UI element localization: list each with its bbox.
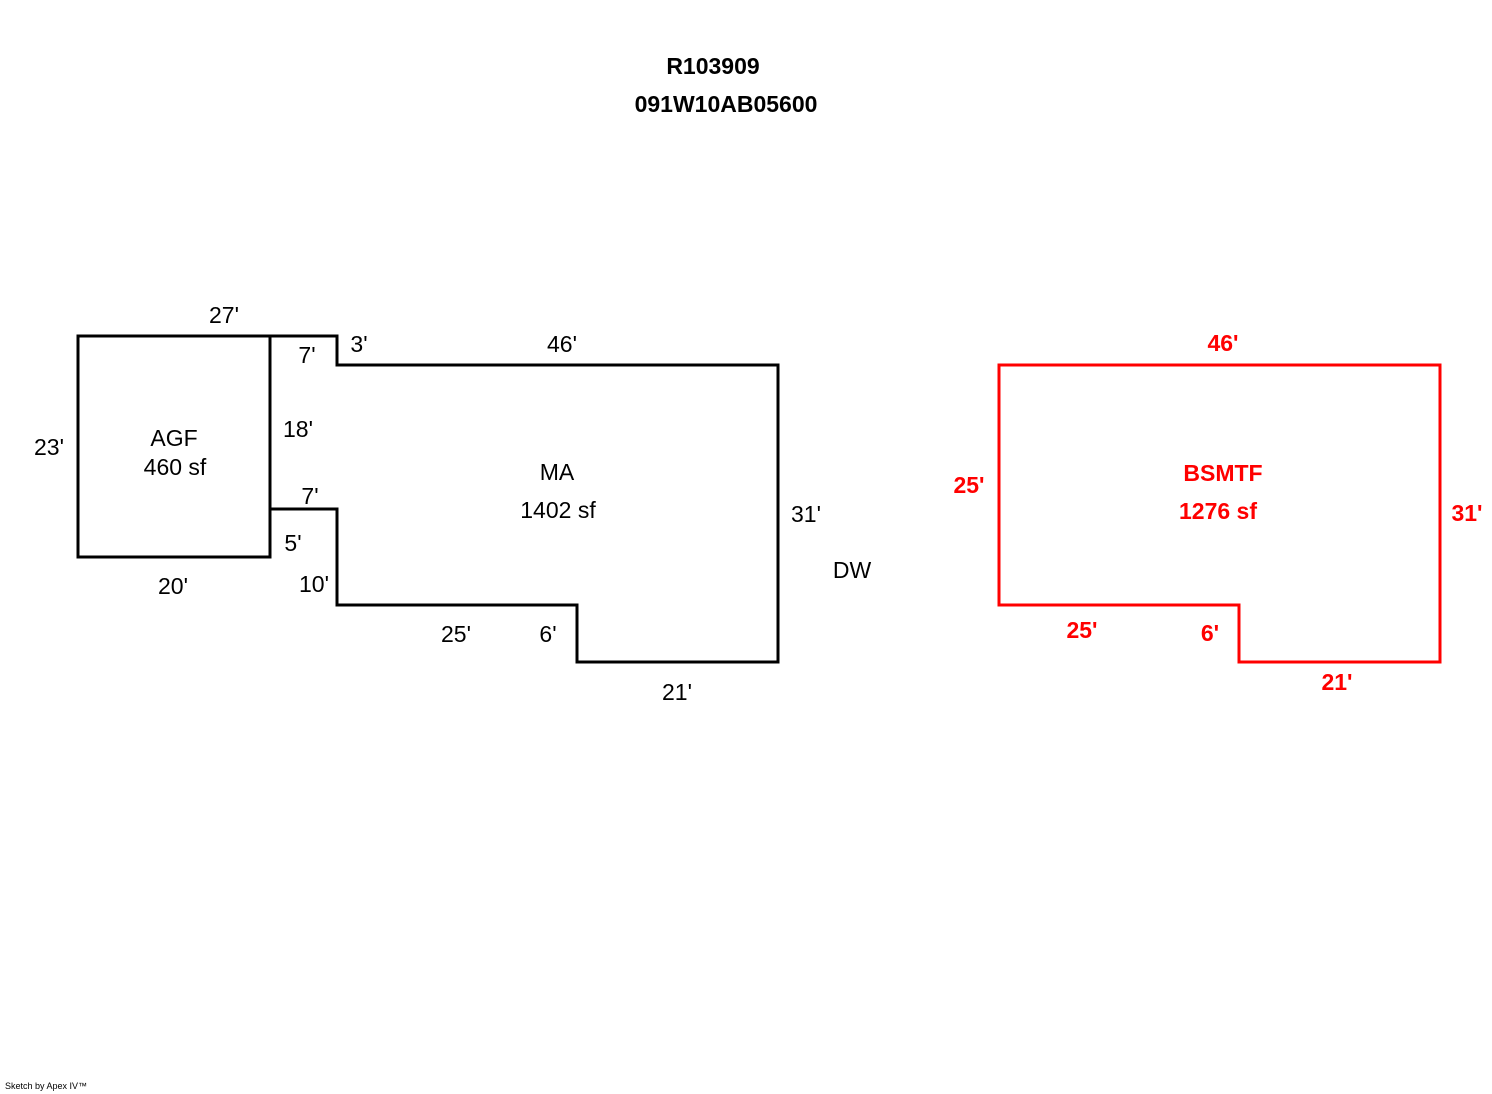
ma-dim-top: 46' — [547, 331, 577, 357]
ma-label: MA — [540, 459, 575, 485]
agf-outline — [76, 334, 272, 559]
ma-area: 1402 sf — [520, 497, 596, 523]
agf-dim-left: 23' — [34, 434, 64, 460]
ma-outline — [270, 334, 780, 664]
agf-label: AGF — [150, 425, 197, 451]
parcel-id: R103909 — [666, 53, 759, 79]
ma-dim-step-top-inner: 7' — [298, 342, 315, 368]
agf-area: 460 sf — [144, 454, 207, 480]
ma-dim-step-bottom-inner: 7' — [301, 483, 318, 509]
bsmtf-outline — [997, 363, 1442, 664]
ma-dim-right: 31' — [791, 501, 821, 527]
dw-label: DW — [833, 557, 872, 583]
footer-credit: Sketch by Apex IV™ — [5, 1081, 88, 1091]
ma-dim-left-lower: 5' — [284, 530, 301, 556]
agf-dim-bottom: 20' — [158, 573, 188, 599]
ma-dim-notch-riser: 6' — [539, 621, 556, 647]
bsmtf-dim-left: 25' — [953, 472, 984, 498]
ma-dim-bottom-right: 21' — [662, 679, 692, 705]
bsmtf-label: BSMTF — [1183, 460, 1262, 486]
map-number: 091W10AB05600 — [635, 91, 818, 117]
bsmtf-dim-bottom-right: 21' — [1321, 669, 1352, 695]
ma-dim-left-upper: 18' — [283, 416, 313, 442]
bsmtf-dim-bottom-left: 25' — [1066, 617, 1097, 643]
ma-dim-step-riser: 10' — [299, 571, 329, 597]
bsmtf-dim-right: 31' — [1451, 500, 1482, 526]
ma-dim-step-top-riser: 3' — [350, 331, 367, 357]
bsmtf-dim-notch-riser: 6' — [1201, 620, 1219, 646]
bsmtf-dim-top: 46' — [1207, 330, 1238, 356]
ma-dim-bottom-left: 25' — [441, 621, 471, 647]
bsmtf-area: 1276 sf — [1179, 498, 1257, 524]
agf-dim-top: 27' — [209, 302, 239, 328]
